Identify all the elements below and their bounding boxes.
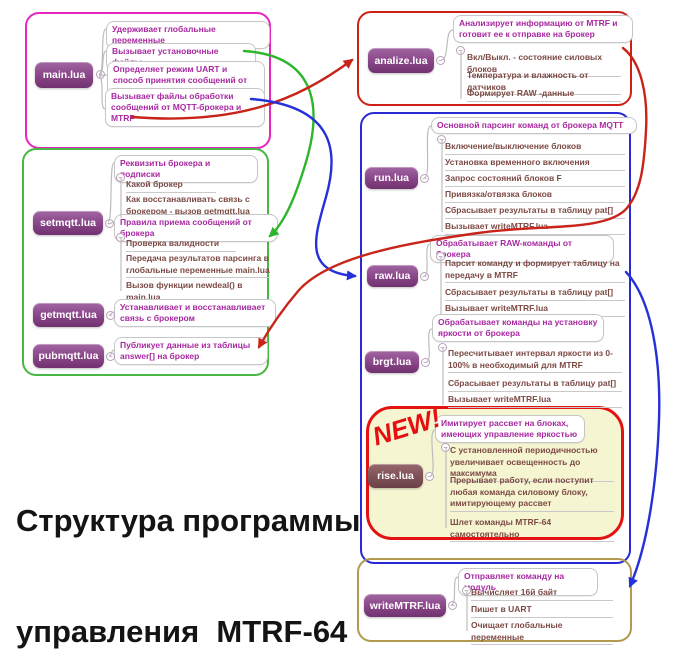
collapse-toggle-icon[interactable]: −: [116, 173, 125, 182]
collapse-toggle-icon[interactable]: −: [436, 252, 445, 261]
branch-run[interactable]: Основной парсинг команд от брокера MQTT: [431, 117, 637, 135]
page-title-line1: Структура программы: [16, 503, 361, 538]
node-pubmqtt-lua[interactable]: pubmqtt.lua: [33, 344, 104, 368]
collapse-toggle-icon[interactable]: −: [105, 219, 114, 228]
node-main-lua[interactable]: main.lua: [35, 62, 93, 88]
branch-analize[interactable]: Анализирует информацию от MTRF и готовит…: [453, 15, 633, 44]
node-setmqtt-lua[interactable]: setmqtt.lua: [33, 211, 103, 235]
branch-pubmqtt[interactable]: Публикует данные из таблицы answer[] на …: [114, 337, 268, 366]
page-title-line2: управления MTRF-64: [16, 614, 348, 649]
node-brgt-lua[interactable]: brgt.lua: [365, 351, 419, 373]
collapse-toggle-icon[interactable]: −: [421, 358, 430, 367]
leaf-writemtrf-1[interactable]: Пишет в UART: [471, 604, 613, 618]
group-write: [357, 558, 632, 642]
leaf-rise-0[interactable]: С установленной периодичностью увеличива…: [450, 445, 614, 482]
leaf-setmqtt-2-0[interactable]: Проверка валидности: [126, 238, 236, 252]
collapse-toggle-icon[interactable]: −: [448, 601, 457, 610]
collapse-toggle-icon[interactable]: −: [96, 70, 105, 79]
branch-setmqtt-1[interactable]: Реквизиты брокера и подписки: [114, 155, 258, 184]
collapse-toggle-icon[interactable]: −: [456, 46, 465, 55]
leaf-run-0[interactable]: Включение/выключение блоков: [445, 141, 625, 155]
collapse-toggle-icon[interactable]: −: [438, 343, 447, 352]
collapse-toggle-icon[interactable]: −: [420, 174, 429, 183]
collapse-toggle-icon[interactable]: −: [436, 56, 445, 65]
branch-getmqtt[interactable]: Устанавливает и восстанавливает связь с …: [114, 299, 276, 328]
collapse-toggle-icon[interactable]: −: [462, 586, 471, 595]
leaf-raw-0[interactable]: Парсит команду и формирует таблицу на пе…: [445, 258, 625, 283]
leaf-rise-1[interactable]: Прерывает работу, если поступит любая ко…: [450, 475, 614, 512]
node-getmqtt-lua[interactable]: getmqtt.lua: [33, 303, 104, 327]
node-writemtrf-lua[interactable]: writeMTRF.lua: [364, 594, 446, 617]
node-run-lua[interactable]: run.lua: [365, 167, 418, 189]
leaf-run-1[interactable]: Установка временного включения: [445, 157, 625, 171]
page-title: Структура программы управления MTRF-64: [16, 428, 360, 652]
branch-main-3[interactable]: Вызывает файлы обработки сообщений от MQ…: [105, 88, 265, 128]
collapse-toggle-icon[interactable]: −: [106, 311, 115, 320]
collapse-toggle-icon[interactable]: −: [420, 272, 429, 281]
leaf-analize-2[interactable]: Формирует RAW -данные: [467, 88, 621, 102]
leaf-writemtrf-2[interactable]: Очищает глобальные переменные: [471, 620, 613, 645]
collapse-toggle-icon[interactable]: −: [441, 443, 450, 452]
leaf-brgt-0[interactable]: Пересчитывает интервал яркости из 0-100%…: [448, 348, 622, 373]
leaf-setmqtt-1-0[interactable]: Какой брокер: [126, 179, 216, 193]
leaf-setmqtt-2-1[interactable]: Передача результатов парсинга в глобальн…: [126, 253, 270, 278]
leaf-writemtrf-0[interactable]: Вычисляет 16й байт: [471, 587, 613, 601]
leaf-brgt-1[interactable]: Сбрасывает результаты в таблицу pat[]: [448, 378, 622, 392]
leaf-brgt-2[interactable]: Вызывает writeMTRF.lua: [448, 394, 622, 408]
branch-writemtrf[interactable]: Отправляет команду на модуль: [458, 568, 598, 597]
node-raw-lua[interactable]: raw.lua: [367, 265, 418, 287]
branch-brgt[interactable]: Обрабатывает команды на установку яркост…: [432, 314, 604, 343]
collapse-toggle-icon[interactable]: −: [425, 472, 434, 481]
collapse-toggle-icon[interactable]: −: [437, 135, 446, 144]
leaf-raw-1[interactable]: Сбрасывает результаты в таблицу pat[]: [445, 287, 625, 301]
leaf-run-3[interactable]: Привязка/отвязка блоков: [445, 189, 625, 203]
leaf-run-2[interactable]: Запрос состояний блоков F: [445, 173, 625, 187]
leaf-rise-2[interactable]: Шлет команды MTRF-64 самостоятельно: [450, 517, 614, 542]
leaf-run-5[interactable]: Вызывает writeMTRF.lua: [445, 221, 625, 235]
collapse-toggle-icon[interactable]: −: [116, 233, 125, 242]
node-analize-lua[interactable]: analize.lua: [368, 48, 434, 73]
leaf-run-4[interactable]: Сбрасывает результаты в таблицу pat[]: [445, 205, 625, 219]
collapse-toggle-icon[interactable]: −: [106, 352, 115, 361]
node-rise-lua[interactable]: rise.lua: [368, 464, 423, 488]
branch-rise[interactable]: Имитирует рассвет на блоках, имеющих упр…: [435, 415, 585, 444]
